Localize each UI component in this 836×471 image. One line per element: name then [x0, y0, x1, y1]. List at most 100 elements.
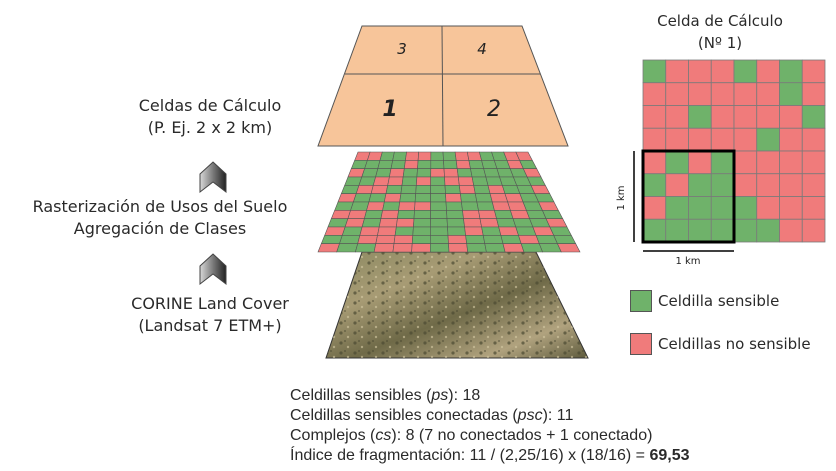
raster-cell	[413, 218, 431, 228]
detail-cell	[710, 127, 735, 152]
raster-cell	[430, 201, 447, 211]
raster-cell	[430, 210, 448, 219]
raster-cell	[417, 160, 432, 169]
raster-cell	[445, 193, 462, 203]
raster-cell	[359, 226, 380, 236]
raster-cell	[466, 243, 487, 253]
detail-cell	[779, 218, 803, 243]
detail-cell	[756, 82, 780, 106]
one-km-highlight	[641, 149, 736, 244]
stat-psc: Celdillas sensibles conectadas (psc): 11	[290, 407, 574, 424]
up-arrow-icon	[198, 252, 228, 290]
detail-cell	[642, 150, 667, 175]
detail-cell	[801, 59, 826, 84]
raster-cell	[443, 160, 458, 169]
raster-cell	[344, 218, 365, 228]
detail-cell	[665, 127, 689, 152]
raster-cell	[417, 151, 432, 161]
raster-cell	[448, 243, 469, 253]
raster-cell	[478, 210, 497, 219]
raster-cell	[368, 193, 387, 203]
calc-cells-title: Celdas de Cálculo	[138, 96, 282, 115]
raster-cell	[390, 160, 406, 169]
raster-cell	[447, 226, 466, 236]
raster-cell	[334, 201, 354, 211]
detail-cell	[733, 127, 758, 152]
detail-cell	[642, 127, 667, 152]
raster-cell	[411, 243, 431, 253]
raster-cell	[361, 168, 379, 178]
raster-label: Rasterización de Usos del Suelo Agregaci…	[10, 196, 310, 240]
raster-label-line2: Agregación de Clases	[73, 219, 247, 238]
detail-cell	[642, 82, 667, 106]
raster-cell	[445, 201, 463, 211]
detail-cell	[665, 59, 689, 84]
detail-cell	[756, 196, 780, 220]
raster-cell	[366, 201, 385, 211]
detail-cell	[688, 127, 712, 152]
detail-cell	[756, 218, 780, 243]
raster-cell	[464, 226, 484, 236]
raster-cell	[341, 226, 363, 236]
raster-cell	[454, 151, 470, 161]
detail-cell	[642, 218, 667, 243]
detail-cell	[801, 150, 826, 175]
raster-cell	[347, 210, 367, 219]
raster-cell	[414, 201, 431, 211]
raster-cell	[393, 235, 414, 244]
raster-cell	[405, 151, 420, 161]
raster-cell	[378, 218, 398, 228]
raster-cell	[481, 226, 502, 236]
raster-label-line1: Rasterización de Usos del Suelo	[32, 197, 288, 216]
raster-cell	[443, 168, 459, 178]
detail-cell	[710, 196, 735, 220]
raster-cell	[515, 226, 537, 236]
detail-cell	[688, 82, 712, 106]
raster-cell	[398, 201, 416, 211]
calc-cell-number: 1	[382, 97, 397, 122]
stat-index: Índice de fragmentación: 11 / (2,25/16) …	[290, 447, 690, 464]
raster-cell	[389, 168, 405, 178]
detail-grid-figure: 1 km 1 km	[616, 59, 826, 267]
detail-cell	[710, 82, 735, 106]
raster-cell	[339, 235, 361, 244]
raster-cell	[430, 151, 444, 161]
raster-cell	[491, 201, 511, 211]
detail-cell	[733, 105, 758, 129]
raster-cell	[399, 193, 417, 203]
detail-cell	[779, 105, 803, 129]
detail-cell	[801, 127, 826, 152]
raster-cell	[382, 201, 401, 211]
detail-cell	[665, 150, 689, 175]
raster-cell	[330, 210, 352, 219]
detail-grid	[642, 59, 826, 243]
detail-cell	[710, 218, 735, 243]
raster-cell	[456, 168, 473, 178]
detail-cell	[688, 105, 712, 129]
raster-cell	[455, 160, 471, 169]
raster-cell	[429, 235, 449, 244]
raster-cell	[413, 210, 431, 219]
raster-cell	[498, 226, 519, 236]
raster-cell	[484, 243, 506, 253]
raster-cell	[395, 218, 415, 228]
raster-cell	[392, 151, 407, 161]
raster-cell	[557, 243, 581, 253]
raster-cell	[358, 176, 376, 186]
raster-cell	[549, 226, 572, 236]
satellite-image-layer	[325, 251, 589, 359]
raster-cell	[430, 218, 448, 228]
raster-cell	[337, 193, 357, 203]
raster-cell	[471, 176, 489, 186]
raster-cell	[430, 160, 445, 169]
raster-cell	[447, 235, 468, 244]
raster-cell	[380, 210, 399, 219]
raster-cell	[324, 226, 346, 236]
detail-cell	[733, 218, 758, 243]
raster-cell	[397, 210, 415, 219]
raster-cell	[446, 218, 465, 228]
raster-cell	[538, 201, 559, 211]
raster-cell	[444, 176, 460, 186]
raster-cell	[327, 218, 349, 228]
stat-ps: Celdillas sensibles (ps): 18	[290, 387, 481, 404]
